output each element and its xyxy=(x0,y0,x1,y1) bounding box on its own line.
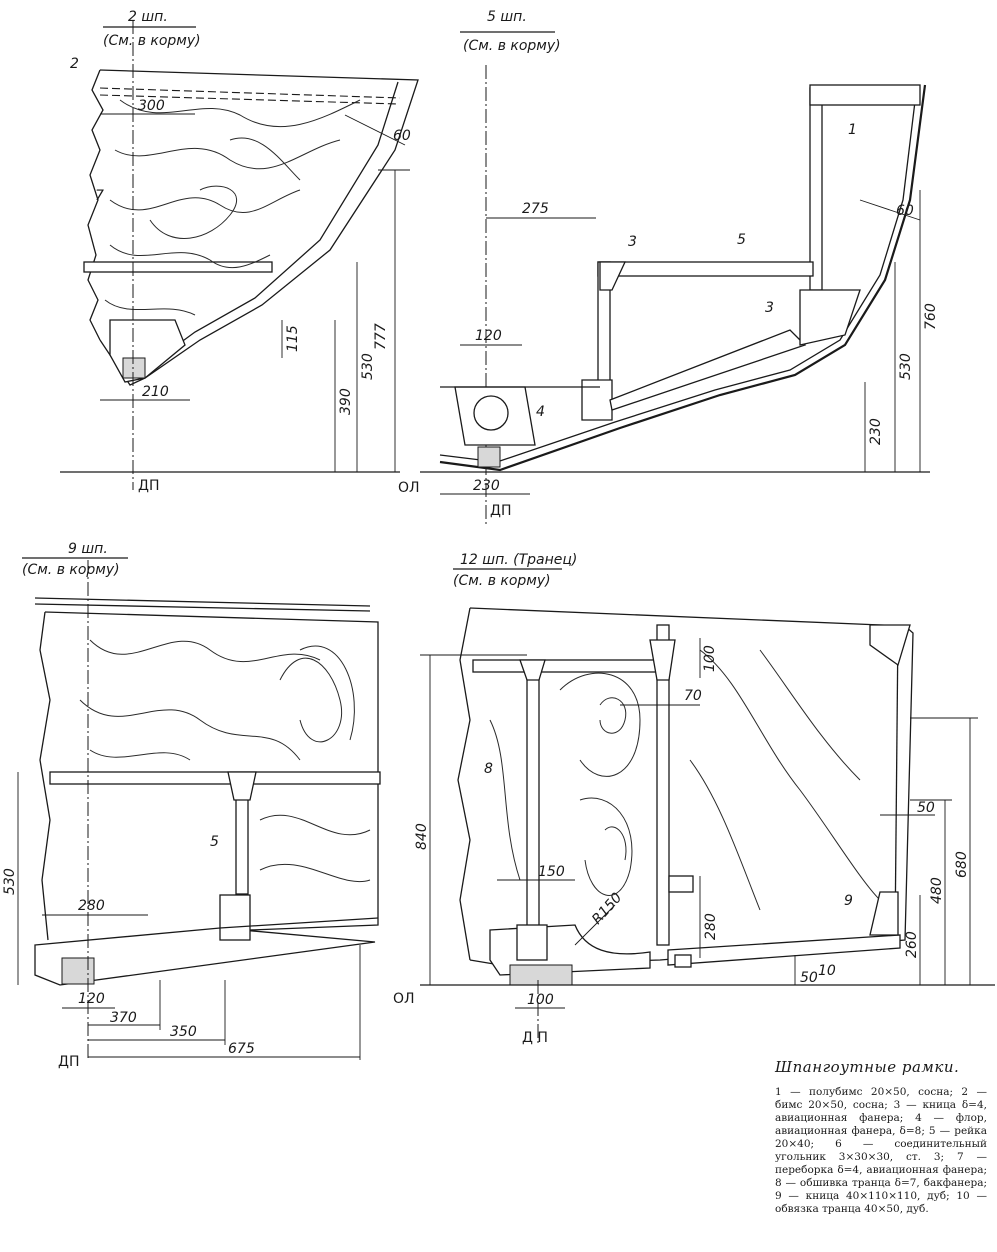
frame-2-dim-300: 300 xyxy=(138,98,165,114)
frame-9-dim-675: 675 xyxy=(228,1041,255,1057)
frame-12-dim-150: 150 xyxy=(538,864,565,880)
frame-12-title: 12 шп. (Транец) xyxy=(460,552,577,568)
frame-12-dim-840: 840 xyxy=(414,823,430,850)
caption-legend: 1 — полубимс 20×50, сосна; 2 — бимс 20×5… xyxy=(775,1086,987,1215)
frame-2-dim-390: 390 xyxy=(338,388,354,415)
frame-9-dim-370: 370 xyxy=(110,1010,137,1026)
caption-title: Шпангоутные рамки. xyxy=(775,1058,960,1076)
frame-12-part-9: 9 xyxy=(844,893,853,909)
frame-9-title: 9 шп. xyxy=(68,541,108,557)
frame-2-dim-115: 115 xyxy=(285,325,301,352)
frame-2-drawing: 2 шп. (См. в корму) ДП xyxy=(60,9,419,494)
frame-12-dim-r150: R150 xyxy=(589,890,625,928)
frame-5-subtitle: (См. в корму) xyxy=(463,38,561,54)
frame-5-title: 5 шп. xyxy=(487,9,527,25)
frame-5-part-5: 5 xyxy=(737,232,746,248)
frame-9-subtitle: (См. в корму) xyxy=(22,562,120,578)
figure-caption: Шпангоутные рамки. 1 — полубимс 20×50, с… xyxy=(775,1058,987,1216)
frame-5-dim-120: 120 xyxy=(475,328,502,344)
frame-2-title: 2 шп. xyxy=(128,9,168,25)
frame-2-dim-210: 210 xyxy=(142,384,169,400)
plywood-grain xyxy=(489,649,881,911)
frame-5-dim-230-bottom: 230 xyxy=(473,478,500,494)
frame-9-dim-350: 350 xyxy=(170,1024,197,1040)
frame-9-dim-280: 280 xyxy=(78,898,105,914)
frame-12-dim-50-bottom: 50 xyxy=(800,970,818,986)
frame-9-part-5: 5 xyxy=(210,834,219,850)
frame-5-drawing: 5 шп. (См. в корму) ДП 275 60 120 xyxy=(398,9,939,525)
frame-12-dim-280: 280 xyxy=(703,913,719,940)
frame-5-dim-60: 60 xyxy=(896,203,914,219)
frame-5-dim-230-height: 230 xyxy=(868,418,884,445)
frame-5-part-3-upper: 3 xyxy=(628,234,637,250)
frame-5-baseline-label: ОЛ xyxy=(398,480,420,496)
frame-2-part-7: 7 xyxy=(95,188,104,204)
frame-2-dim-60: 60 xyxy=(393,128,411,144)
frame-12-baseline-label: ОЛ xyxy=(393,991,415,1007)
frame-9-dim-530: 530 xyxy=(2,868,18,895)
frame-5-part-3-lower: 3 xyxy=(765,300,774,316)
frame-12-part-10: 10 xyxy=(818,963,836,979)
frame-5-dim-530: 530 xyxy=(898,353,914,380)
frame-12-drawing: 12 шп. (Транец) (См. в корму) xyxy=(393,552,995,1046)
frame-12-dim-70: 70 xyxy=(684,688,702,704)
frame-12-subtitle: (См. в корму) xyxy=(453,573,551,589)
frame-9-dim-120: 120 xyxy=(78,991,105,1007)
frame-5-centerline-label: ДП xyxy=(490,503,511,519)
frame-5-dim-275: 275 xyxy=(522,201,549,217)
frame-9-drawing: 9 шп. (См. в корму) ДП 5 xyxy=(2,541,381,1070)
frame-2-centerline-label: ДП xyxy=(138,478,159,494)
frame-12-dim-100-top: 100 xyxy=(702,645,718,672)
plywood-grain xyxy=(104,99,361,316)
frame-2-subtitle: (См. в корму) xyxy=(103,33,201,49)
frame-2-dim-530: 530 xyxy=(360,353,376,380)
frame-12-dim-680: 680 xyxy=(954,851,970,878)
plywood-grain xyxy=(79,639,371,883)
frame-12-dim-100-bottom: 100 xyxy=(527,992,554,1008)
frame-12-centerline-label: Д П xyxy=(522,1030,548,1046)
frame-5-dim-760: 760 xyxy=(923,303,939,330)
frame-12-dim-50-side: 50 xyxy=(917,800,935,816)
frame-9-centerline-label: ДП xyxy=(58,1054,79,1070)
frame-5-part-4: 4 xyxy=(536,404,545,420)
frame-12-dim-480: 480 xyxy=(929,877,945,904)
frame-5-part-1: 1 xyxy=(848,122,857,138)
frame-12-part-8: 8 xyxy=(484,761,493,777)
frame-2-dim-777: 777 xyxy=(373,323,389,350)
frame-2-part-2: 2 xyxy=(70,56,79,72)
frame-12-dim-260: 260 xyxy=(904,931,920,958)
